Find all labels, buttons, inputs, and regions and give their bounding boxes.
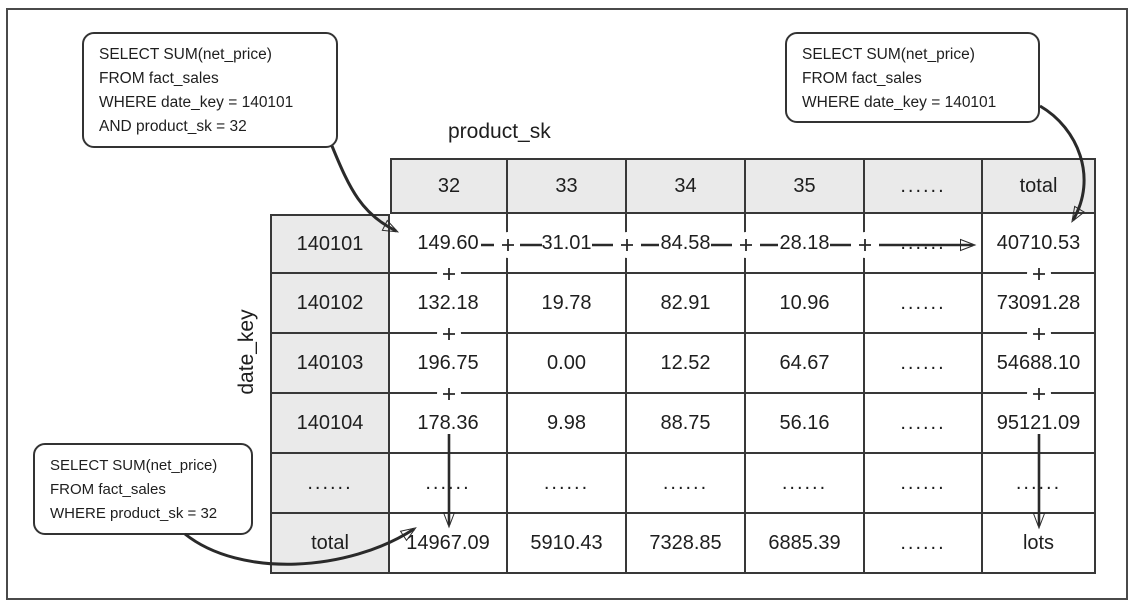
data-cell: ...... (983, 454, 1096, 514)
column-header-cell: 35 (746, 158, 865, 214)
data-cell: 12.52 (627, 334, 746, 394)
data-cell: ...... (865, 274, 983, 334)
data-cell: 132.18 (390, 274, 508, 334)
data-cell: 5910.43 (508, 514, 627, 574)
sql-line: FROM fact_sales (50, 481, 166, 498)
row-header-cell: 140101 (270, 214, 390, 274)
data-cell: ...... (865, 334, 983, 394)
data-cell: 28.18 (746, 214, 865, 274)
sql-line: AND product_sk = 32 (99, 118, 247, 135)
sql-line: WHERE product_sk = 32 (50, 505, 218, 522)
data-cell: 82.91 (627, 274, 746, 334)
data-cell: ...... (865, 214, 983, 274)
data-cell: 7328.85 (627, 514, 746, 574)
data-cell: ...... (865, 394, 983, 454)
product-sk-axis-label: product_sk (448, 120, 551, 143)
data-cell: 40710.53 (983, 214, 1096, 274)
data-cell: ...... (508, 454, 627, 514)
data-cell: 14967.09 (390, 514, 508, 574)
row-header-cell: 140104 (270, 394, 390, 454)
data-cell: 9.98 (508, 394, 627, 454)
corner-blank-cell (270, 158, 390, 214)
data-cell: 95121.09 (983, 394, 1096, 454)
column-header-cell: 32 (390, 158, 508, 214)
data-cell: 54688.10 (983, 334, 1096, 394)
row-header-cell: total (270, 514, 390, 574)
data-cell: ...... (865, 514, 983, 574)
sql-callout-single-cell: SELECT SUM(net_price) FROM fact_sales WH… (82, 32, 338, 148)
data-cell: ...... (390, 454, 508, 514)
column-header-cell: 33 (508, 158, 627, 214)
date-key-axis-label: date_key (235, 309, 258, 395)
data-cell: lots (983, 514, 1096, 574)
sql-line: SELECT SUM(net_price) (802, 46, 975, 63)
data-cell: 88.75 (627, 394, 746, 454)
row-header-cell: ...... (270, 454, 390, 514)
sql-line: FROM fact_sales (802, 70, 922, 87)
data-cell: ...... (746, 454, 865, 514)
column-header-cell: 34 (627, 158, 746, 214)
data-cell: 56.16 (746, 394, 865, 454)
data-cell: 6885.39 (746, 514, 865, 574)
data-cell: 84.58 (627, 214, 746, 274)
sql-line: WHERE date_key = 140101 (802, 94, 997, 111)
data-cell: ...... (627, 454, 746, 514)
data-cell: 0.00 (508, 334, 627, 394)
sql-line: SELECT SUM(net_price) (99, 46, 272, 63)
pivot-table: 32 33 34 35 ...... total 140101 149.60 3… (270, 158, 1096, 574)
sql-callout-column-total: SELECT SUM(net_price) FROM fact_sales WH… (33, 443, 253, 535)
data-cell: 64.67 (746, 334, 865, 394)
sql-line: WHERE date_key = 140101 (99, 94, 294, 111)
column-header-cell: total (983, 158, 1096, 214)
data-cell: 149.60 (390, 214, 508, 274)
data-cell: 19.78 (508, 274, 627, 334)
row-header-cell: 140102 (270, 274, 390, 334)
data-cell: ...... (865, 454, 983, 514)
data-cell: 178.36 (390, 394, 508, 454)
column-header-cell: ...... (865, 158, 983, 214)
sql-line: FROM fact_sales (99, 70, 219, 87)
data-cell: 73091.28 (983, 274, 1096, 334)
sql-line: SELECT SUM(net_price) (50, 457, 218, 474)
row-header-cell: 140103 (270, 334, 390, 394)
data-cell: 196.75 (390, 334, 508, 394)
data-cell: 31.01 (508, 214, 627, 274)
sql-callout-row-total: SELECT SUM(net_price) FROM fact_sales WH… (785, 32, 1040, 123)
data-cell: 10.96 (746, 274, 865, 334)
